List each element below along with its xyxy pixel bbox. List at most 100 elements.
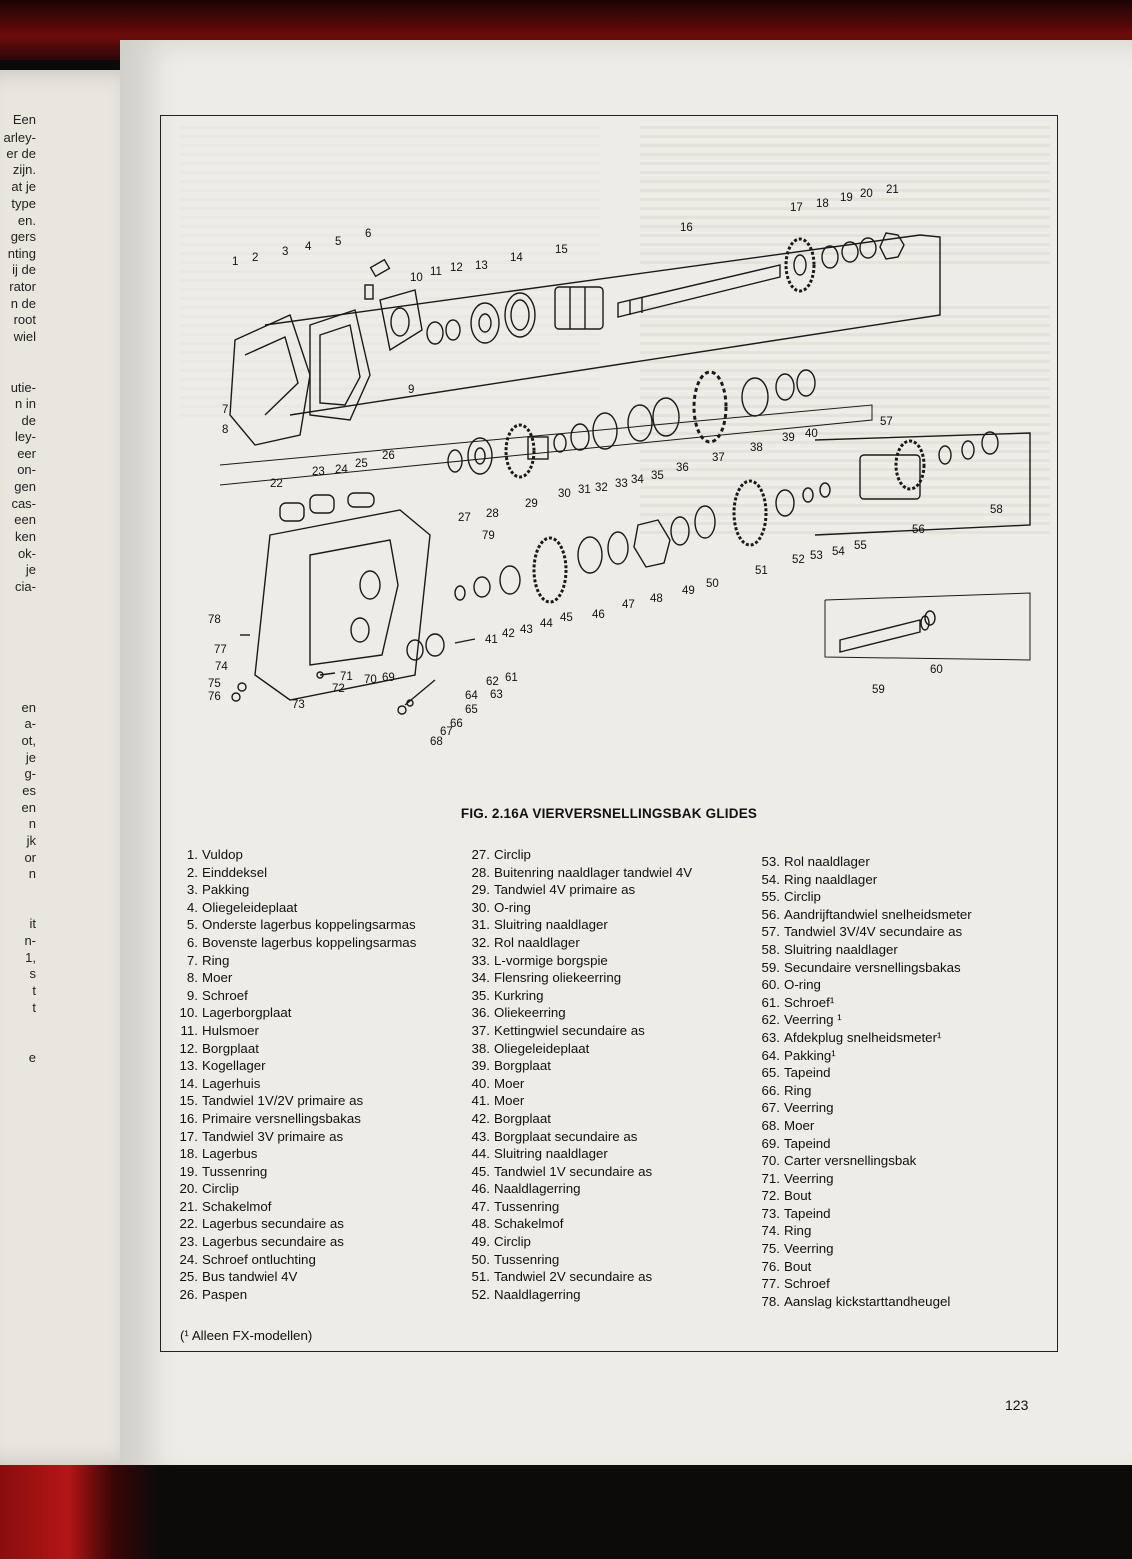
legend-item-number: 70. bbox=[761, 1153, 781, 1169]
legend-item-text: Schakelmof bbox=[202, 1198, 272, 1214]
callout-label: 6 bbox=[365, 228, 371, 240]
legend-item: 58.Sluitring naaldlager bbox=[752, 941, 972, 959]
legend-item-number: 44. bbox=[471, 1146, 491, 1162]
legend-item-text: Tandwiel 3V primaire as bbox=[202, 1128, 344, 1144]
callout-label: 24 bbox=[335, 464, 348, 476]
callout-label: 45 bbox=[560, 612, 573, 624]
legend-item-number: 60. bbox=[761, 977, 781, 993]
legend-item: 24.Schroef ontluchting bbox=[170, 1251, 416, 1269]
legend-item-number: 75. bbox=[761, 1241, 781, 1257]
callout-label: 46 bbox=[592, 609, 605, 621]
legend-item-number: 8. bbox=[186, 970, 198, 986]
legend-item: 55.Circlip bbox=[752, 888, 972, 906]
legend-item-number: 17. bbox=[179, 1128, 199, 1144]
footnote: (¹ Alleen FX-modellen) bbox=[180, 1328, 313, 1343]
callout-label: 77 bbox=[214, 644, 227, 656]
legend-item-text: Circlip bbox=[494, 847, 531, 862]
legend-item-number: 38. bbox=[471, 1040, 491, 1056]
legend-item-text: Sluitring naaldlager bbox=[494, 917, 608, 933]
legend-item-number: 63. bbox=[761, 1029, 781, 1045]
legend-item: 23.Lagerbus secundaire as bbox=[170, 1233, 416, 1251]
legend-item-text: Hulsmoer bbox=[202, 1022, 259, 1038]
callout-label: 76 bbox=[208, 691, 221, 703]
left-page-fragment: e bbox=[28, 1050, 36, 1065]
legend-item: 54.Ring naaldlager bbox=[752, 871, 972, 889]
legend-item-number: 55. bbox=[761, 889, 781, 905]
left-page-fragment: rator bbox=[9, 279, 36, 294]
left-page-fragment: je bbox=[25, 750, 36, 765]
bleed-through bbox=[180, 120, 600, 420]
legend-item: 39.Borgplaat bbox=[462, 1057, 692, 1075]
legend-item: 20.Circlip bbox=[170, 1180, 416, 1198]
legend-item-number: 64. bbox=[761, 1047, 781, 1063]
legend-item-text: Sluitring naaldlager bbox=[784, 941, 898, 957]
legend-item-text: Veerring bbox=[784, 1100, 834, 1116]
legend-item-text: Tandwiel 4V primaire as bbox=[494, 882, 636, 898]
callout-label: 21 bbox=[886, 184, 899, 196]
legend-item-number: 50. bbox=[471, 1251, 491, 1267]
legend-item: 36.Oliekeerring bbox=[462, 1004, 692, 1022]
legend-item: 8.Moer bbox=[170, 969, 416, 987]
legend-item-text: Oliekeerring bbox=[494, 1005, 566, 1021]
left-page-fragment: zijn. bbox=[12, 162, 36, 177]
legend-item-text: Rol naaldlager bbox=[494, 934, 580, 950]
legend-item-text: Tapeind bbox=[784, 1065, 831, 1081]
callout-label: 19 bbox=[840, 192, 853, 204]
callout-label: 22 bbox=[270, 478, 283, 490]
callout-label: 39 bbox=[782, 432, 795, 444]
legend-item-text: Tandwiel 1V/2V primaire as bbox=[202, 1093, 364, 1109]
callout-label: 20 bbox=[860, 188, 873, 200]
legend-item-text: Moer bbox=[202, 970, 233, 986]
legend-item-number: 25. bbox=[179, 1269, 199, 1285]
legend-item: 53.Rol naaldlager bbox=[752, 853, 972, 871]
left-page-fragment: en bbox=[21, 800, 36, 815]
legend-item-number: 41. bbox=[471, 1093, 491, 1109]
callout-label: 3 bbox=[282, 246, 288, 258]
callout-label: 13 bbox=[475, 260, 488, 272]
left-page-fragment: ij de bbox=[12, 262, 36, 277]
callout-label: 60 bbox=[930, 664, 943, 676]
legend-item: 32.Rol naaldlager bbox=[462, 934, 692, 952]
callout-label: 68 bbox=[430, 736, 443, 748]
callout-label: 47 bbox=[622, 599, 635, 611]
callout-label: 54 bbox=[832, 546, 845, 558]
legend-item: 47.Tussenring bbox=[462, 1198, 692, 1216]
legend-item: 64.Pakking¹ bbox=[752, 1047, 972, 1065]
left-page-fragment: er de bbox=[6, 146, 36, 161]
legend-item-text: Schroef bbox=[784, 1276, 830, 1292]
legend-item-number: 49. bbox=[471, 1234, 491, 1250]
legend-item-number: 43. bbox=[471, 1128, 491, 1144]
legend-item: 78.Aanslag kickstarttandheugel bbox=[752, 1293, 972, 1311]
legend-item-number: 34. bbox=[471, 970, 491, 986]
legend-item-number: 33. bbox=[471, 952, 491, 968]
legend-item: 41.Moer bbox=[462, 1092, 692, 1110]
left-page-fragment: eer bbox=[17, 446, 36, 461]
legend-item: 17.Tandwiel 3V primaire as bbox=[170, 1128, 416, 1146]
legend-item: 61.Schroef¹ bbox=[752, 994, 972, 1012]
legend-item-text: Afdekplug snelheidsmeter¹ bbox=[784, 1029, 942, 1045]
legend-item-number: 69. bbox=[761, 1135, 781, 1151]
callout-label: 15 bbox=[555, 244, 568, 256]
callout-label: 38 bbox=[750, 442, 763, 454]
legend-item-number: 40. bbox=[471, 1075, 491, 1091]
callout-label: 35 bbox=[651, 470, 664, 482]
callout-label: 70 bbox=[364, 674, 377, 686]
legend-item: 70.Carter versnellingsbak bbox=[752, 1152, 972, 1170]
legend-item-number: 4. bbox=[186, 899, 198, 915]
legend-item-text: Schroef¹ bbox=[784, 994, 835, 1010]
legend-item: 40.Moer bbox=[462, 1075, 692, 1093]
legend-item-number: 73. bbox=[761, 1205, 781, 1221]
callout-label: 36 bbox=[676, 462, 689, 474]
legend-item-number: 52. bbox=[471, 1286, 491, 1302]
legend-item-number: 53. bbox=[761, 854, 781, 869]
legend-item-text: Primaire versnellingsbakas bbox=[202, 1110, 361, 1126]
legend-item-number: 66. bbox=[761, 1082, 781, 1098]
left-page-fragment: 1, bbox=[25, 950, 36, 965]
legend-item-text: Circlip bbox=[784, 889, 821, 905]
callout-label: 79 bbox=[482, 530, 495, 542]
left-page-fragment: type bbox=[11, 196, 36, 211]
left-page-fragment: at je bbox=[11, 179, 36, 194]
left-page-fragment: g- bbox=[24, 766, 36, 781]
legend-item-number: 54. bbox=[761, 871, 781, 887]
